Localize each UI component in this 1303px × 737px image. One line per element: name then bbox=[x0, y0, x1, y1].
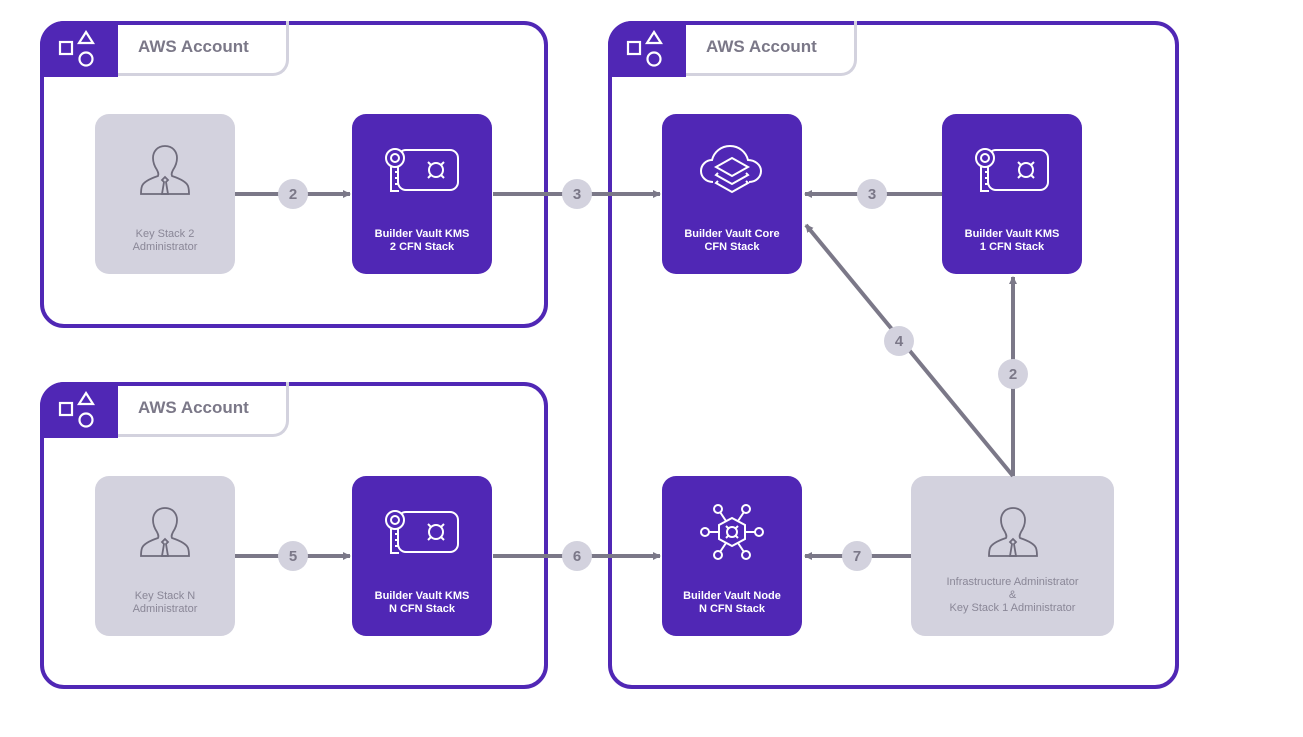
node-label: Builder Vault KMS 1 CFN Stack bbox=[964, 228, 1060, 253]
user-icon bbox=[135, 502, 195, 562]
key-vault-icon bbox=[382, 140, 462, 200]
shapes-icon bbox=[40, 382, 118, 438]
cloud-layers-icon bbox=[697, 140, 767, 200]
key-vault-icon bbox=[382, 502, 462, 562]
step-badge: 2 bbox=[998, 359, 1028, 389]
step-badge: 4 bbox=[884, 326, 914, 356]
shapes-icon bbox=[608, 21, 686, 77]
node-label: Infrastructure Administrator & Key Stack… bbox=[946, 576, 1079, 614]
step-badge: 6 bbox=[562, 541, 592, 571]
node-kms-n: Builder Vault KMS N CFN Stack bbox=[352, 476, 492, 636]
node-builder-vault-node-n: Builder Vault Node N CFN Stack bbox=[662, 476, 802, 636]
node-label: Builder Vault Core CFN Stack bbox=[684, 228, 780, 253]
node-label: Builder Vault KMS 2 CFN Stack bbox=[374, 228, 470, 253]
node-infra-admin: Infrastructure Administrator & Key Stack… bbox=[911, 476, 1114, 636]
account-label: AWS Account bbox=[686, 21, 857, 76]
node-core: Builder Vault Core CFN Stack bbox=[662, 114, 802, 274]
node-label: Builder Vault KMS N CFN Stack bbox=[374, 590, 470, 615]
shapes-icon bbox=[40, 21, 118, 77]
network-hub-icon bbox=[697, 502, 767, 562]
node-label: Key Stack 2 Administrator bbox=[132, 228, 198, 253]
user-icon bbox=[983, 502, 1043, 562]
node-label: Builder Vault Node N CFN Stack bbox=[683, 590, 781, 615]
step-badge: 7 bbox=[842, 541, 872, 571]
step-badge: 3 bbox=[562, 179, 592, 209]
key-vault-icon bbox=[972, 140, 1052, 200]
user-icon bbox=[135, 140, 195, 200]
account-label: AWS Account bbox=[118, 382, 289, 437]
account-label: AWS Account bbox=[118, 21, 289, 76]
step-badge: 3 bbox=[857, 179, 887, 209]
node-key-stack-n-admin: Key Stack N Administrator bbox=[95, 476, 235, 636]
step-badge: 5 bbox=[278, 541, 308, 571]
node-key-stack-2-admin: Key Stack 2 Administrator bbox=[95, 114, 235, 274]
step-badge: 2 bbox=[278, 179, 308, 209]
node-kms-1: Builder Vault KMS 1 CFN Stack bbox=[942, 114, 1082, 274]
node-kms-2: Builder Vault KMS 2 CFN Stack bbox=[352, 114, 492, 274]
node-label: Key Stack N Administrator bbox=[132, 590, 198, 615]
